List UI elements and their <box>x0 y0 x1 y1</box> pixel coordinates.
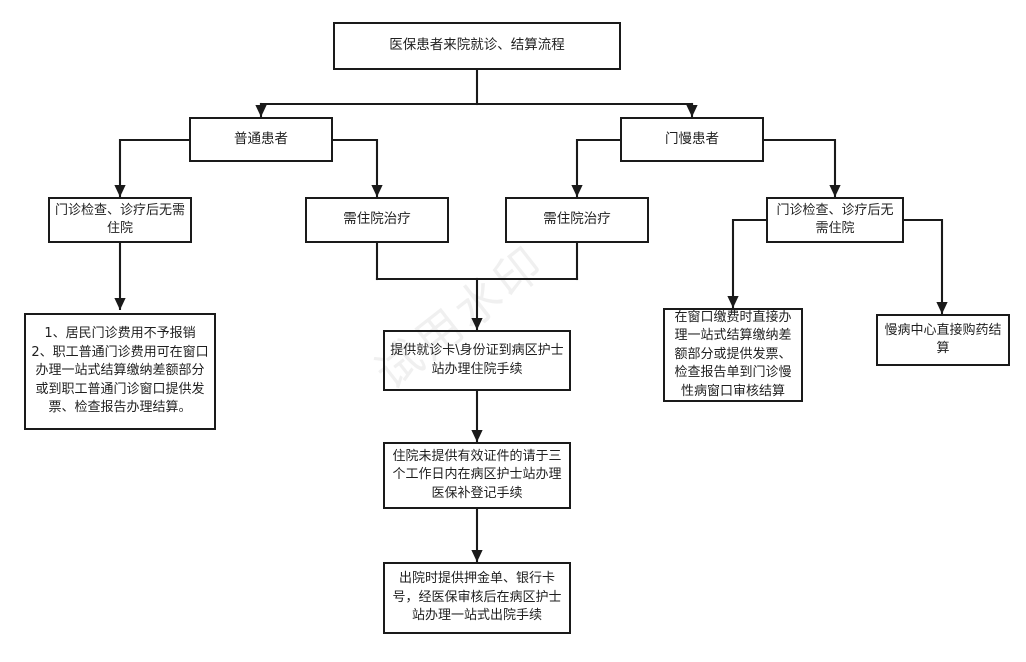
edge-outpatient-right-pharmacy <box>902 218 948 315</box>
node-ordinary-patient[interactable]: 普通患者 <box>189 117 333 162</box>
edge-ordinary-inpatient-left <box>331 138 383 198</box>
node-window-settlement[interactable]: 在窗口缴费时直接办理一站式结算缴纳差额部分或提供发票、检查报告单到门诊慢性病窗口… <box>663 308 803 402</box>
node-admission-procedure[interactable]: 提供就诊卡\身份证到病区护士站办理住院手续 <box>383 330 571 391</box>
edge-chronic-outpatient-right <box>762 138 841 198</box>
node-outpatient-no-admission-left-label: 门诊检查、诊疗后无需住院 <box>54 202 185 236</box>
node-title[interactable]: 医保患者来院就诊、结算流程 <box>333 22 621 70</box>
node-admission-procedure-label: 提供就诊卡\身份证到病区护士站办理住院手续 <box>390 343 564 377</box>
node-needs-admission-right-label: 需住院治疗 <box>543 211 611 228</box>
node-pharmacy-settlement[interactable]: 慢病中心直接购药结算 <box>876 314 1010 366</box>
node-ordinary-patient-label: 普通患者 <box>234 130 288 147</box>
node-chronic-patient-label: 门慢患者 <box>665 130 719 147</box>
node-title-label: 医保患者来院就诊、结算流程 <box>389 37 565 54</box>
node-window-settlement-label: 在窗口缴费时直接办理一站式结算缴纳差额部分或提供发票、检查报告单到门诊慢性病窗口… <box>674 309 792 399</box>
node-supplementary-registration-label: 住院未提供有效证件的请于三个工作日内在病区护士站办理医保补登记手续 <box>392 448 562 501</box>
node-needs-admission-left-label: 需住院治疗 <box>343 211 411 228</box>
node-chronic-patient[interactable]: 门慢患者 <box>620 117 764 162</box>
node-settlement-rules[interactable]: 1、居民门诊费用不予报销 2、职工普通门诊费用可在窗口办理一站式结算缴纳差额部分… <box>24 313 216 430</box>
edge-ordinary-outpatient-left <box>114 138 191 198</box>
node-needs-admission-left[interactable]: 需住院治疗 <box>305 197 449 243</box>
node-supplementary-registration[interactable]: 住院未提供有效证件的请于三个工作日内在病区护士站办理医保补登记手续 <box>383 442 571 509</box>
edge-outpatient-right-window <box>727 218 768 309</box>
node-outpatient-no-admission-right[interactable]: 门诊检查、诊疗后无需住院 <box>766 197 904 243</box>
node-discharge-procedure[interactable]: 出院时提供押金单、银行卡号，经医保审核后在病区护士站办理一站式出院手续 <box>383 562 571 634</box>
node-outpatient-no-admission-right-label: 门诊检查、诊疗后无需住院 <box>776 202 894 236</box>
node-settlement-rules-label: 1、居民门诊费用不予报销 2、职工普通门诊费用可在窗口办理一站式结算缴纳差额部分… <box>31 326 209 416</box>
node-needs-admission-right[interactable]: 需住院治疗 <box>505 197 649 243</box>
node-pharmacy-settlement-label: 慢病中心直接购药结算 <box>884 322 1002 356</box>
node-discharge-procedure-label: 出院时提供押金单、银行卡号，经医保审核后在病区护士站办理一站式出院手续 <box>392 571 562 624</box>
edge-chronic-inpatient-right <box>571 138 622 198</box>
node-outpatient-no-admission-left[interactable]: 门诊检查、诊疗后无需住院 <box>48 197 192 243</box>
